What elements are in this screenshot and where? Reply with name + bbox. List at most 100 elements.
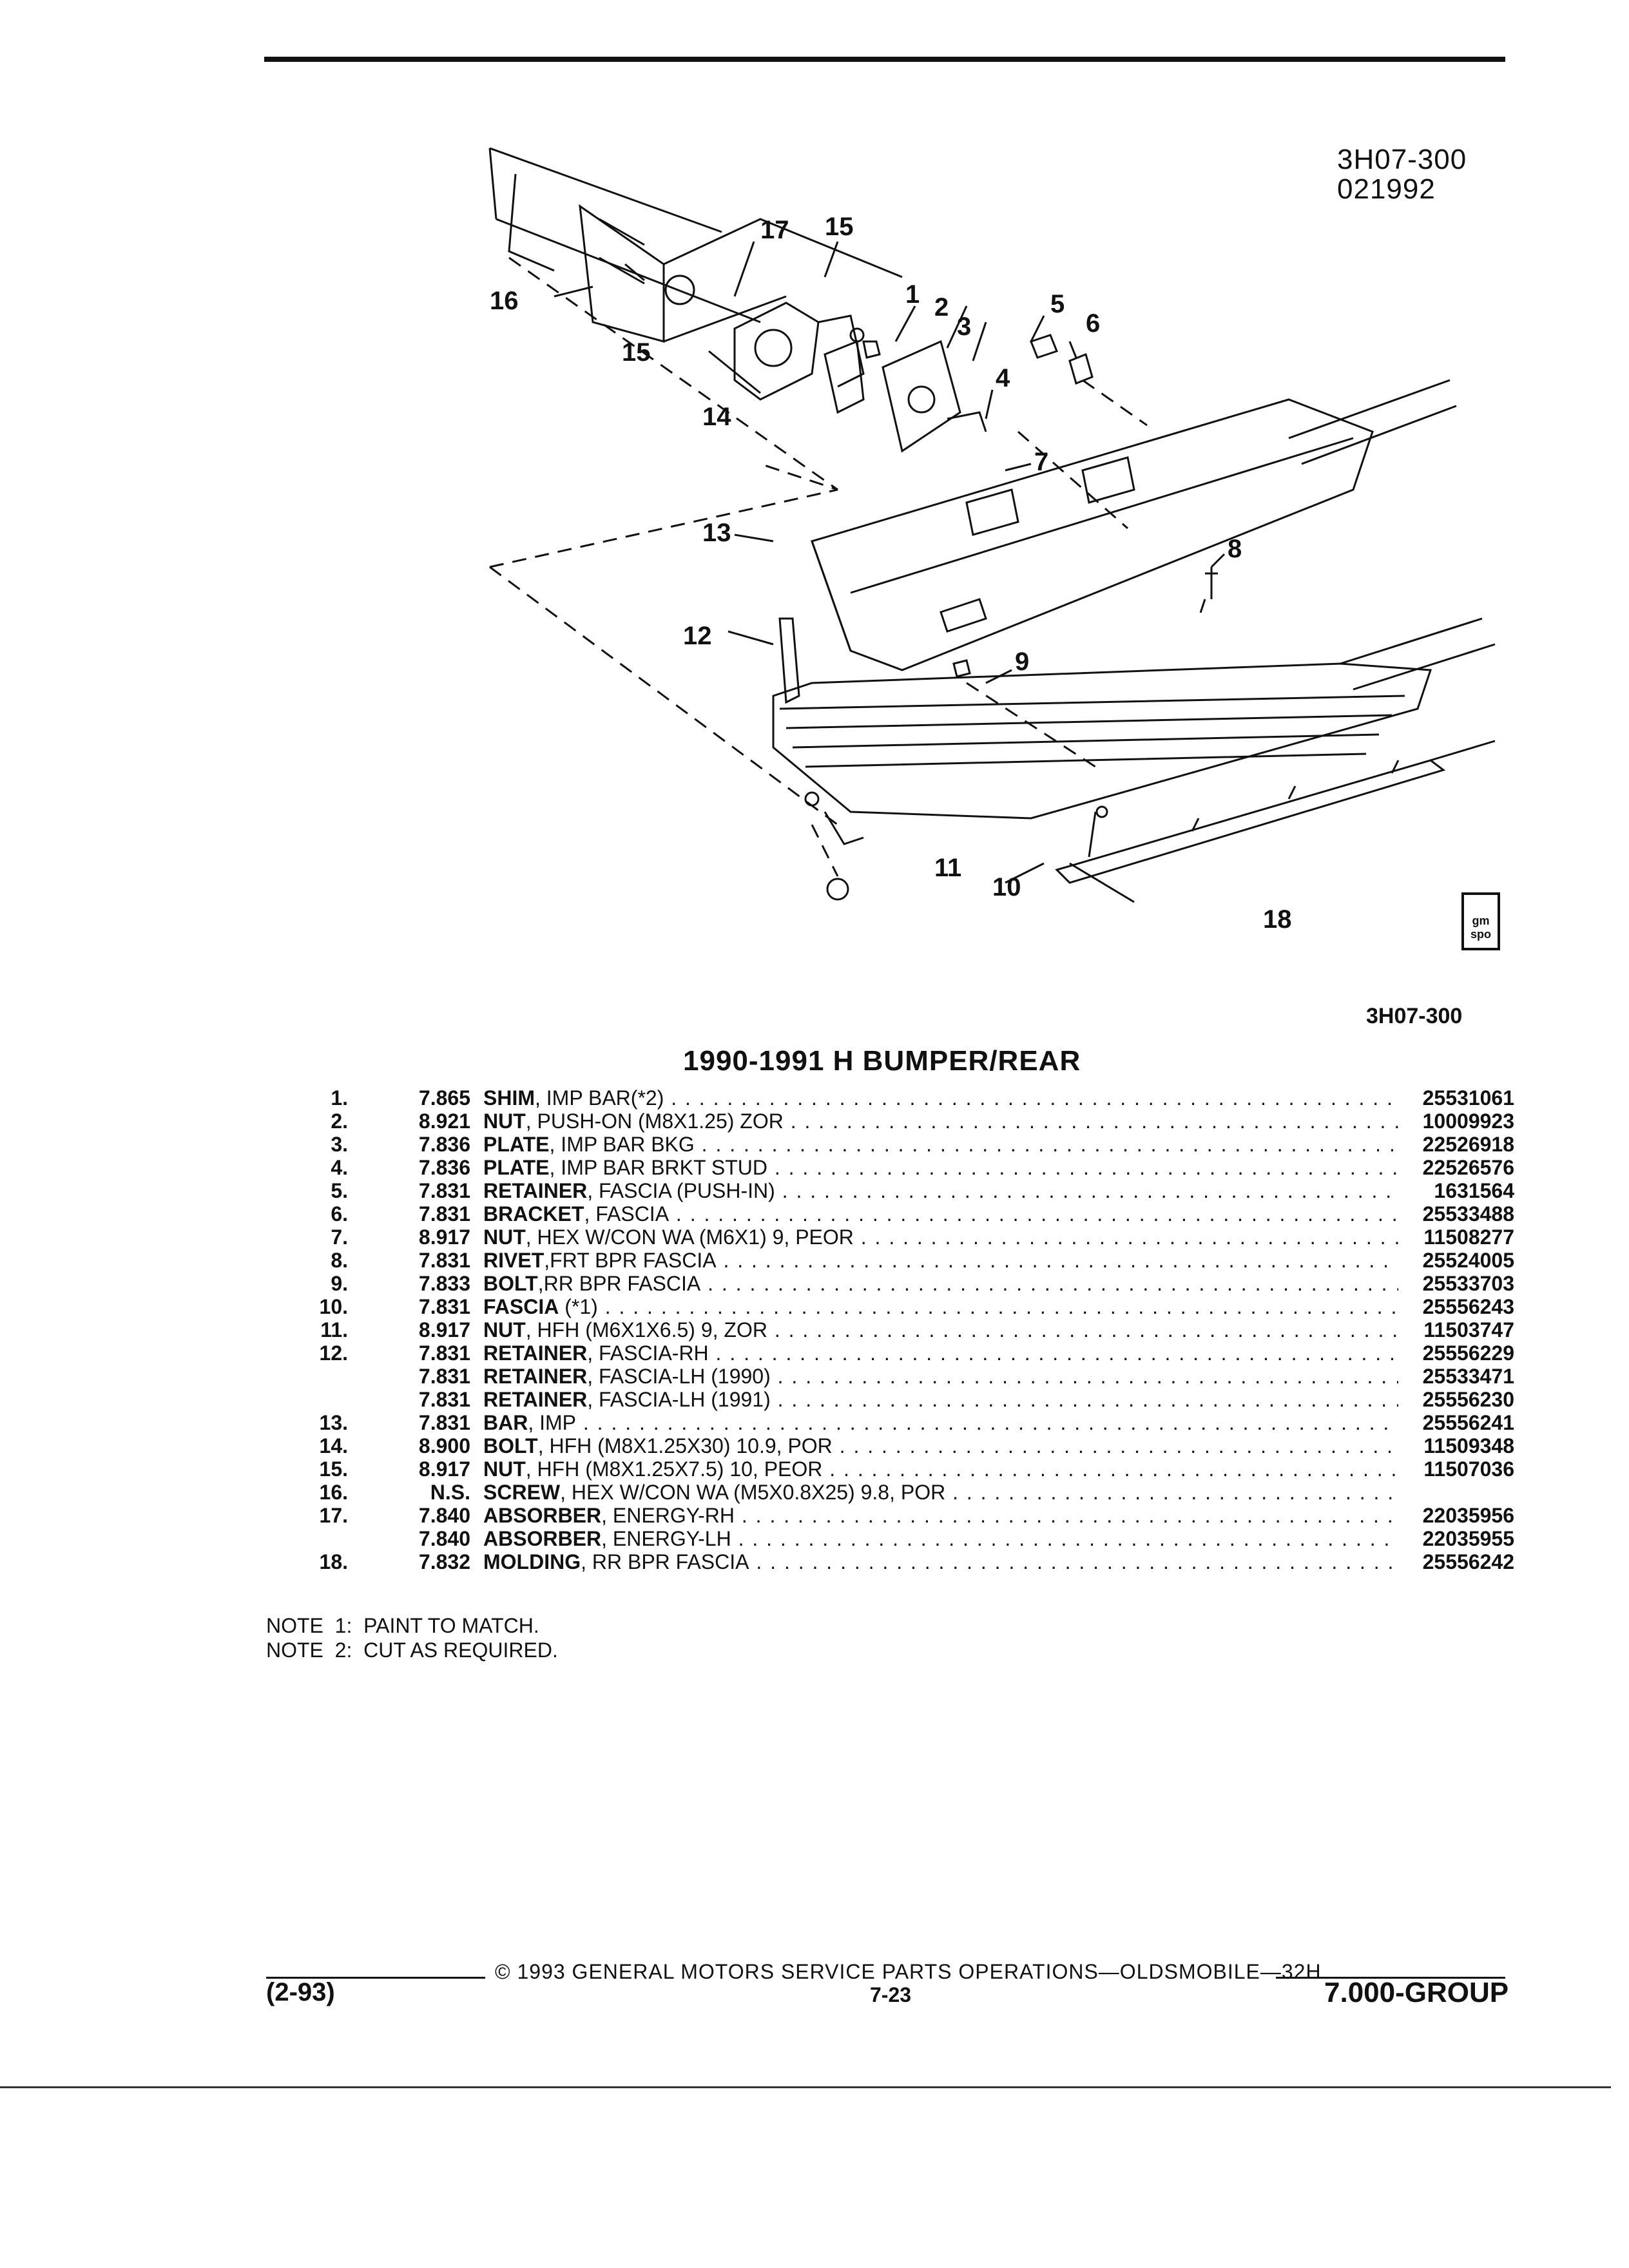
part-catalog-number: 11507036	[1423, 1457, 1514, 1481]
part-row: 7.831 RETAINER, FASCIA-LH (1990) 25533471	[296, 1365, 1514, 1388]
part-description: ABSORBER, ENERGY-RH	[483, 1504, 1398, 1527]
part-number-index: 13.	[319, 1411, 348, 1434]
shim-drawing	[824, 340, 881, 414]
callout-15b: 15	[825, 213, 854, 241]
part-description: SHIM, IMP BAR(*2)	[483, 1086, 1398, 1110]
part-catalog-number: 10009923	[1422, 1110, 1514, 1133]
molding-drawing	[1055, 740, 1496, 884]
part-number-index: 10.	[319, 1295, 348, 1318]
group-number: 7.836	[418, 1133, 470, 1156]
part-name: NUT	[483, 1457, 526, 1481]
group-number: 7.833	[418, 1272, 470, 1295]
part-name: RETAINER	[483, 1388, 588, 1411]
frame-rail-drawing	[488, 147, 903, 343]
note-1: NOTE 1: PAINT TO MATCH.	[266, 1614, 539, 1637]
part-detail: , IMP	[528, 1411, 576, 1434]
callout-18: 18	[1263, 905, 1292, 934]
part-number-index: 17.	[319, 1504, 348, 1527]
part-catalog-number: 22526576	[1422, 1156, 1514, 1179]
notes: NOTE 1: PAINT TO MATCH. NOTE 2: CUT AS R…	[266, 1613, 558, 1662]
part-description: RETAINER, FASCIA-LH (1990)	[483, 1365, 1398, 1388]
part-detail: ,RR BPR FASCIA	[537, 1272, 701, 1295]
callout-7: 7	[1034, 448, 1048, 476]
group-number: 7.831	[418, 1295, 470, 1318]
callout-11: 11	[934, 854, 961, 882]
part-description: BAR, IMP	[483, 1411, 1398, 1434]
part-catalog-number: 22035956	[1422, 1504, 1514, 1527]
part-name: PLATE	[483, 1133, 550, 1156]
group-number: 8.921	[418, 1110, 470, 1133]
callout-14: 14	[702, 403, 731, 431]
group-number: 7.831	[418, 1365, 470, 1388]
footer-rule-left	[266, 1977, 485, 1979]
part-catalog-number: 25533488	[1422, 1202, 1514, 1225]
bottom-rule	[0, 2086, 1611, 2088]
group-number: 7.840	[418, 1527, 470, 1550]
part-row: 16.N.S.SCREW, HEX W/CON WA (M5X0.8X25) 9…	[296, 1481, 1514, 1504]
part-description: MOLDING, RR BPR FASCIA	[483, 1550, 1398, 1573]
group-number: 8.917	[418, 1457, 470, 1481]
part-number-index: 11.	[320, 1318, 348, 1341]
part-catalog-number: 25533471	[1422, 1365, 1514, 1388]
callout-4: 4	[996, 364, 1010, 392]
part-detail: , HEX W/CON WA (M5X0.8X25) 9.8, POR	[560, 1481, 946, 1504]
callout-13: 13	[702, 519, 731, 547]
part-catalog-number: 25524005	[1422, 1249, 1514, 1272]
part-number-index: 8.	[331, 1249, 348, 1272]
energy-absorber-drawing	[733, 302, 865, 401]
part-number-index: 14.	[319, 1434, 348, 1457]
part-name: SCREW	[483, 1481, 561, 1504]
part-detail: , HFH (M8X1.25X7.5) 10, PEOR	[525, 1457, 823, 1481]
part-name: BOLT	[483, 1272, 538, 1295]
part-name: RETAINER	[483, 1179, 588, 1202]
part-number-index: 5.	[331, 1179, 348, 1202]
leader-lines	[554, 241, 1226, 903]
rivet-drawing	[952, 567, 1218, 678]
part-catalog-number: 25556241	[1422, 1411, 1514, 1434]
part-catalog-number: 22035955	[1422, 1527, 1514, 1550]
part-detail: , IMP BAR BRKT STUD	[549, 1156, 767, 1179]
plate-drawing	[882, 340, 987, 453]
group-number: 7.831	[418, 1388, 470, 1411]
retainer-drawing	[1030, 334, 1094, 385]
part-number-index: 18.	[319, 1550, 348, 1573]
part-description: BRACKET, FASCIA	[483, 1202, 1398, 1225]
footer-group: 7.000-GROUP	[1324, 1977, 1509, 2008]
part-number-index: 1.	[331, 1086, 348, 1110]
part-detail: , FASCIA (PUSH-IN)	[587, 1179, 775, 1202]
callout-17: 17	[760, 216, 789, 244]
part-name: PLATE	[483, 1156, 550, 1179]
part-detail: , RR BPR FASCIA	[581, 1550, 749, 1573]
footer-date: (2-93)	[266, 1978, 335, 2006]
part-description: NUT, HFH (M6X1X6.5) 9, ZOR	[483, 1318, 1398, 1341]
callout-labels: 16 15 17 15 1 2 3 4 5 6 7 8 9 10 11 12 1…	[490, 213, 1292, 934]
top-rule	[264, 57, 1505, 62]
part-detail: , FASCIA-RH	[587, 1341, 709, 1365]
part-detail: , FASCIA-LH (1990)	[587, 1365, 771, 1388]
part-name: FASCIA	[483, 1295, 559, 1318]
callout-8: 8	[1228, 535, 1242, 563]
part-name: NUT	[483, 1318, 526, 1341]
group-number: N.S.	[430, 1481, 470, 1504]
part-catalog-number: 25556243	[1422, 1295, 1514, 1318]
retainer-12-drawing	[778, 617, 800, 704]
impact-bar-drawing	[811, 379, 1457, 671]
part-detail: , ENERGY-RH	[601, 1504, 735, 1527]
group-number: 7.831	[418, 1411, 470, 1434]
part-detail: , FASCIA	[584, 1202, 670, 1225]
part-detail: ,FRT BPR FASCIA	[544, 1249, 717, 1272]
part-description: NUT, PUSH-ON (M8X1.25) ZOR	[483, 1110, 1398, 1133]
part-description: PLATE, IMP BAR BRKT STUD	[483, 1156, 1398, 1179]
footer-rule-right	[1276, 1977, 1505, 1979]
part-detail: , ENERGY-LH	[601, 1527, 731, 1550]
part-number-index: 3.	[331, 1133, 348, 1156]
